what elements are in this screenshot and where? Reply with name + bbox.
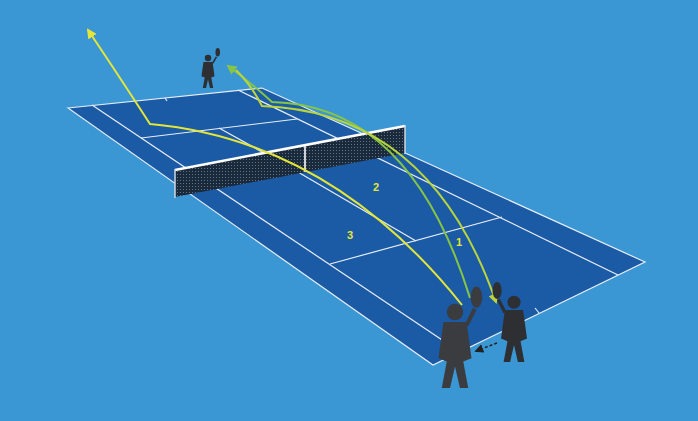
player-body [202, 62, 215, 88]
center-mark [165, 98, 167, 101]
singles-line [238, 90, 618, 275]
player-head [205, 55, 212, 62]
shot-trajectory [228, 66, 470, 298]
callout-number: 1 [456, 237, 462, 248]
callout-number: 2 [373, 182, 379, 193]
net-post [174, 169, 176, 198]
player-head [447, 304, 464, 321]
player-head [508, 296, 521, 309]
center-mark [535, 308, 539, 313]
net-strap [304, 145, 306, 172]
player-silhouette [439, 287, 483, 388]
racket [471, 287, 483, 308]
player-arm [498, 300, 505, 313]
racket [215, 48, 220, 56]
player-body [501, 310, 527, 362]
player-silhouette [202, 48, 221, 88]
callout-number: 3 [347, 230, 353, 241]
player-silhouette [493, 282, 527, 362]
racket [493, 282, 502, 299]
court-surface [68, 88, 645, 365]
shot-trajectory [236, 70, 496, 302]
player-body [439, 322, 472, 388]
singles-line [92, 105, 460, 352]
movement-arrow [476, 343, 497, 351]
court-outline [68, 88, 645, 365]
player-arm [467, 309, 475, 326]
court-lines [68, 88, 645, 365]
net-post [404, 125, 406, 154]
shot-trajectory [88, 30, 462, 305]
center-service-line [291, 168, 416, 241]
player-arm [213, 57, 217, 64]
